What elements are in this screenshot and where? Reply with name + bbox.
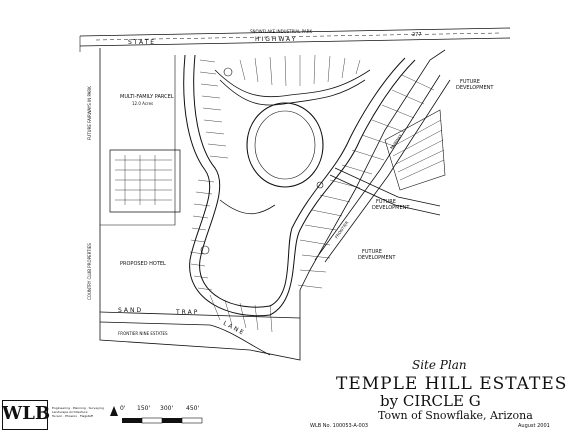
highway-number: 277 (412, 32, 422, 38)
site-plan-heading: Site Plan (412, 358, 467, 372)
future-development-s: FUTURE (362, 249, 382, 255)
future-development-ne-2: DEVELOPMENT (456, 85, 494, 91)
north-arrow-icon (110, 406, 118, 416)
country-club-label: COUNTRY CLUB PROPERTIES (87, 243, 92, 300)
firm-details: Engineering · Planning · Surveying Lands… (52, 406, 108, 418)
wlb-logo-text: WLB (2, 403, 51, 424)
scale-label-0: 0' (120, 405, 126, 412)
firm-line: Tucson · Phoenix · Flagstaff (52, 414, 93, 418)
highway-277-north-edge (79, 27, 511, 37)
firm-line: Engineering · Planning · Surveying (52, 406, 104, 410)
site-boundary (99, 48, 446, 361)
highway-label: HIGHWAY (255, 36, 298, 43)
trap-label: TRAP (176, 309, 200, 316)
central-park-oval (246, 102, 324, 188)
title-block: Site Plan TEMPLE HILL ESTATES by CIRCLE … (300, 352, 570, 430)
frontier-nine-estates-label: FRONTIER NINE ESTATES (118, 331, 168, 336)
future-development-ne: FUTURE (460, 79, 480, 85)
job-number: WLB No. 100053-A-003 (310, 423, 369, 429)
scale-label-450: 450' (186, 405, 200, 412)
future-development-mid-2: DEVELOPMENT (372, 205, 410, 211)
multi-family-parcel-label: MULTI-FAMILY PARCEL (120, 94, 174, 100)
industrial-park-label: SNOWFLAKE INDUSTRIAL PARK (250, 29, 313, 34)
scale-bar (110, 406, 203, 424)
frontier-road-west-edge (314, 74, 441, 261)
multi-family-area: 12.0 Acres (132, 101, 154, 106)
wlb-logo-box (2, 400, 48, 430)
state-label: STATE (128, 39, 157, 46)
future-fairways-label: FUTURE FAIRWAYS IN PARK (87, 86, 92, 140)
town-line: Town of Snowflake, Arizona (378, 409, 533, 422)
plan-date: August 2001 (518, 423, 550, 429)
frontier-road-east-edge (324, 79, 451, 263)
proposed-hotel-label: PROPOSED HOTEL (120, 261, 166, 267)
future-development-mid: FUTURE (376, 199, 396, 205)
firm-line: Landscape Architecture (52, 410, 88, 414)
sand-label: SAND (118, 307, 144, 314)
outer-loop-road (183, 54, 416, 317)
highway-277-south-edge (79, 37, 511, 47)
project-title: TEMPLE HILL ESTATES (336, 374, 568, 394)
scale-label-300: 300' (160, 405, 174, 412)
scale-label-150: 150' (137, 405, 151, 412)
future-development-s-2: DEVELOPMENT (358, 255, 396, 261)
developer-line: by CIRCLE G (380, 392, 481, 410)
